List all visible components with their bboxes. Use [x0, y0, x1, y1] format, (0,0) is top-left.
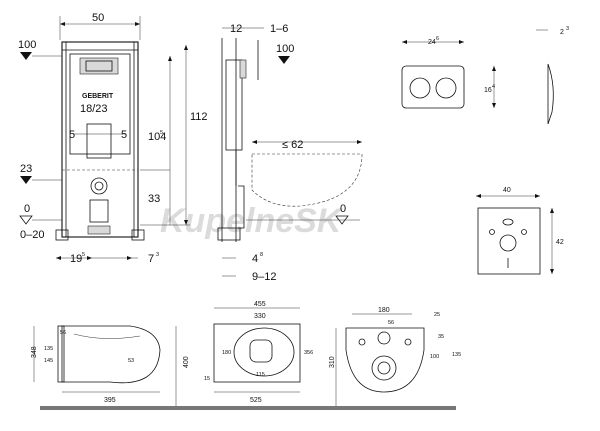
bowl-back-25: 25	[434, 312, 440, 318]
flush-plate-front: 24 6 16 4	[401, 36, 496, 109]
bowl-top-length: 525	[250, 397, 262, 404]
side-dim-12: 12	[230, 23, 242, 35]
watermark: KupelneSK	[160, 202, 344, 240]
side-range-bottom: 9–12	[252, 271, 276, 283]
bowl-back-180: 180	[378, 307, 390, 314]
bowl-side-56: 56	[60, 330, 66, 336]
plate-width-sup: 6	[436, 36, 439, 42]
height-112: 112	[190, 111, 208, 123]
plate-height: 16	[484, 87, 492, 94]
bowl-top-115: 115	[256, 372, 265, 378]
dim-19-sup: 5	[82, 252, 85, 258]
floor-line	[40, 406, 456, 410]
adjust-range: 0–20	[20, 229, 44, 241]
bowl-top-356: 356	[304, 350, 313, 356]
bowl-top-width: 455	[254, 301, 266, 308]
bowl-back-100: 100	[430, 354, 439, 360]
bowl-side-53: 53	[128, 358, 134, 364]
dim-7-sup: 3	[156, 252, 159, 258]
bowl-top-inner: 330	[254, 313, 266, 320]
height-104-sup: 5	[160, 130, 163, 136]
height-104: 104	[148, 131, 166, 143]
plate-depth-sup: 3	[566, 26, 569, 32]
bowl-back-35: 35	[438, 334, 444, 340]
side-level-zero: 0	[340, 203, 346, 215]
frame-front-view: 50 GEBERIT 18/23 5 5 100 23 0	[18, 12, 208, 265]
dim-5-right: 5	[121, 129, 127, 141]
dim-5-left: 5	[69, 129, 75, 141]
side-reach: ≤ 62	[282, 139, 303, 151]
level-100-left: 100	[18, 39, 36, 51]
level-zero-left: 0	[24, 203, 30, 215]
height-33: 33	[148, 193, 160, 205]
side-level-100: 100	[276, 43, 294, 55]
side-dim-range: 1–6	[270, 23, 288, 35]
side-dim-4-sup: 8	[260, 252, 263, 258]
frame-side-view: 12 1–6 100 ≤ 62 0 4 8 9–12	[217, 23, 363, 283]
mounting-panel: 40 42	[476, 187, 564, 275]
bowl-top-180: 180	[222, 350, 231, 356]
panel-height: 42	[556, 239, 564, 246]
bowl-side-height: 348	[31, 346, 38, 358]
panel-width: 40	[503, 187, 511, 194]
dim-7: 7	[148, 253, 154, 265]
side-dim-4: 4	[252, 253, 258, 265]
bowl-side-length: 395	[104, 397, 116, 404]
bowl-top-view: 455 330 180 356 115 15 525	[204, 301, 313, 404]
plate-depth: 2	[560, 29, 564, 36]
dim-19: 19	[70, 253, 82, 265]
bowl-back-56: 56	[388, 320, 394, 326]
bowl-back-135: 135	[452, 352, 461, 358]
bowl-side-view: 348 56 135 145 53 395 400	[31, 325, 190, 406]
flush-plate-label: 18/23	[80, 103, 108, 115]
bowl-side-135: 135	[44, 346, 53, 352]
bowl-side-145: 145	[44, 358, 53, 364]
level-23: 23	[20, 163, 32, 175]
bowl-side-400: 400	[183, 356, 190, 368]
brand-logo: GEBERIT	[82, 93, 114, 100]
flush-plate-side: 2 3	[536, 26, 569, 125]
frame-width-label: 50	[92, 12, 104, 24]
bowl-back-view: 180 56 25 35 100 135 310	[329, 307, 461, 406]
bowl-back-height: 310	[329, 356, 336, 368]
plate-width: 24	[428, 39, 436, 46]
bowl-top-15: 15	[204, 376, 210, 382]
plate-height-sup: 4	[492, 84, 495, 90]
